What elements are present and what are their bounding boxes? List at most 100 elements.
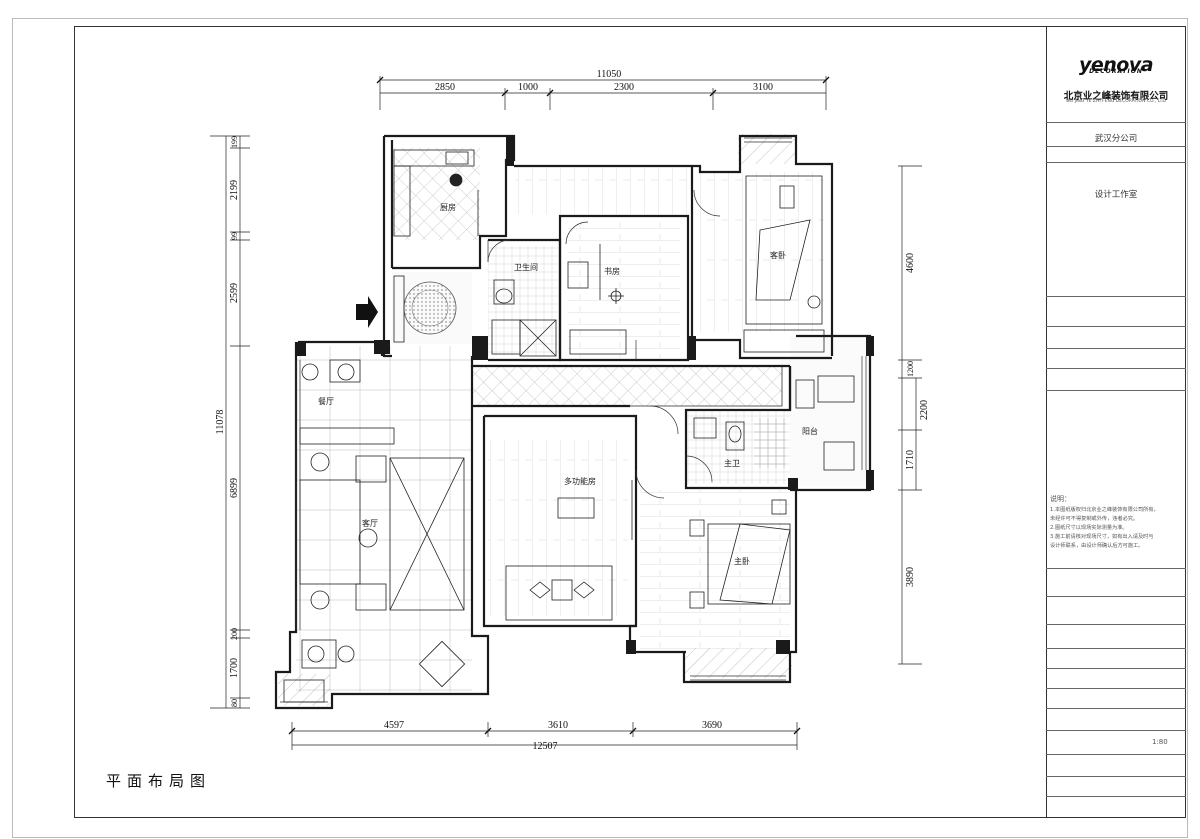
balcony-ne-floor — [738, 134, 796, 164]
dim-right-1: 4600 — [905, 253, 916, 273]
shower-tiles — [754, 418, 786, 468]
dim-top-1: 2850 — [435, 82, 455, 93]
tb-divider — [1046, 368, 1186, 369]
kitchen-stove — [449, 173, 463, 187]
doors — [487, 189, 721, 499]
bath-master-sink — [693, 417, 717, 439]
study-floor — [568, 222, 680, 358]
study-chair — [567, 261, 589, 289]
room-label-dining: 餐厅 — [318, 397, 334, 406]
tb-divider — [1046, 390, 1186, 391]
kitchen-floor — [392, 148, 480, 240]
tb-divider — [1046, 648, 1186, 649]
dimension-ticks — [288, 76, 830, 735]
dim-right-4: 1710 — [905, 450, 916, 470]
tb-divider — [1046, 708, 1186, 709]
drawing-title: 平面布局图 — [106, 772, 212, 790]
tb-divider — [1046, 162, 1186, 163]
company-name: 北京业之峰装饰有限公司 — [1063, 91, 1169, 102]
balcony-sw-floor — [278, 674, 330, 706]
tb-divider — [1046, 326, 1186, 327]
company-name-en: BEI JING YE ZHI FENG DECORATION CO., LTD — [1066, 99, 1166, 104]
dim-left-4: 2599 — [229, 283, 240, 303]
balcony-se-floor — [684, 648, 792, 678]
corridor-floor — [516, 168, 692, 214]
dim-left-6: 200 — [230, 628, 239, 640]
master-bed — [707, 523, 791, 605]
living-floor — [296, 346, 472, 692]
tb-divider — [1046, 688, 1186, 689]
multi-desk — [505, 565, 613, 621]
guest-wardrobe — [743, 329, 825, 353]
multi-room-floor — [488, 440, 628, 616]
room-label-study: 书房 — [604, 266, 620, 276]
tb-divider — [1046, 122, 1186, 123]
dim-bottom-1: 4597 — [384, 720, 404, 731]
dim-top-overall: 11050 — [597, 69, 622, 80]
note-line: 设计师联系，由设计师确认后方可施工。 — [1050, 543, 1144, 549]
notes-text: 1.本图纸版权归北京业之峰装饰有限公司所有， 未经许可不得复制或外传，违者必究。… — [1050, 506, 1184, 551]
tb-divider — [1046, 568, 1186, 569]
armchair-bottom — [355, 583, 387, 611]
tb-divider — [1046, 348, 1186, 349]
dimension-lines — [210, 76, 922, 750]
company-logo: yenova — [1078, 54, 1154, 76]
living-carpet — [389, 457, 465, 611]
study-sofa — [569, 329, 627, 355]
tb-divider — [1046, 730, 1186, 731]
drawing-frame — [74, 26, 1186, 818]
guest-bed-cover — [755, 219, 811, 301]
tb-divider — [1046, 754, 1186, 755]
balcony-e-floor — [790, 336, 872, 486]
floor-finishes — [278, 134, 872, 706]
master-floor — [640, 490, 790, 650]
living-sofa — [299, 479, 361, 585]
dim-left-2: 2199 — [229, 180, 240, 200]
dim-top-2: 1000 — [518, 82, 538, 93]
company-logo-subtitle: DECORATION — [1089, 68, 1143, 75]
tb-divider — [1046, 596, 1186, 597]
tb-divider — [1046, 776, 1186, 777]
kitchen-counter-left — [393, 165, 411, 237]
furniture — [283, 149, 855, 703]
note-line: 2.图纸尺寸以现场实际测量为准。 — [1050, 525, 1128, 531]
room-label-master: 主卧 — [734, 556, 750, 566]
tb-divider — [1046, 624, 1186, 625]
kitchen-sink — [445, 151, 469, 165]
scale-value: 1:80 — [1152, 738, 1168, 746]
wall-columns — [296, 136, 874, 654]
floor-plan: 11050 2850 1000 2300 3100 4597 3610 3690… — [210, 69, 930, 752]
dim-left-8: 80 — [230, 699, 239, 707]
dim-bottom-3: 3690 — [702, 720, 722, 731]
tb-divider — [1046, 796, 1186, 797]
toilet-main — [493, 279, 515, 305]
room-label-guest-bedroom: 客卧 — [770, 250, 786, 260]
dim-top-3: 2300 — [614, 82, 634, 93]
dimension-text: 11050 2850 1000 2300 3100 4597 3610 3690… — [215, 69, 930, 752]
dim-left-1: 199 — [230, 136, 239, 148]
dining-sideboard — [299, 427, 395, 445]
dim-left-overall: 11078 — [215, 410, 226, 435]
dim-top-4: 3100 — [753, 82, 773, 93]
room-label-kitchen: 厨房 — [440, 202, 456, 212]
dim-right-2: 1200 — [906, 361, 915, 377]
room-labels: 厨房 卫生间 书房 客卧 餐厅 客厅 多功能房 主卫 主卧 阳台 — [318, 202, 818, 566]
bath-master-toilet — [725, 421, 745, 451]
guest-bedroom-floor — [700, 172, 824, 332]
tb-divider — [1046, 296, 1186, 297]
outer-frame — [12, 18, 1188, 838]
note-line: 未经许可不得复制或外传，违者必究。 — [1050, 516, 1139, 522]
notes-heading: 说明： — [1050, 495, 1071, 503]
dim-right-3: 2200 — [919, 400, 930, 420]
room-label-multi: 多功能房 — [564, 476, 596, 486]
dim-left-5: 6899 — [229, 478, 240, 498]
side-table-bottom — [310, 590, 330, 610]
dim-bottom-overall: 12507 — [533, 741, 558, 752]
east-balcony-chair — [823, 441, 855, 471]
tb-divider — [1046, 146, 1186, 147]
design-dept: 设计工作室 — [1094, 190, 1138, 200]
multi-table — [557, 497, 595, 519]
hall-band — [471, 365, 783, 407]
room-label-bath-master: 主卫 — [724, 458, 740, 468]
